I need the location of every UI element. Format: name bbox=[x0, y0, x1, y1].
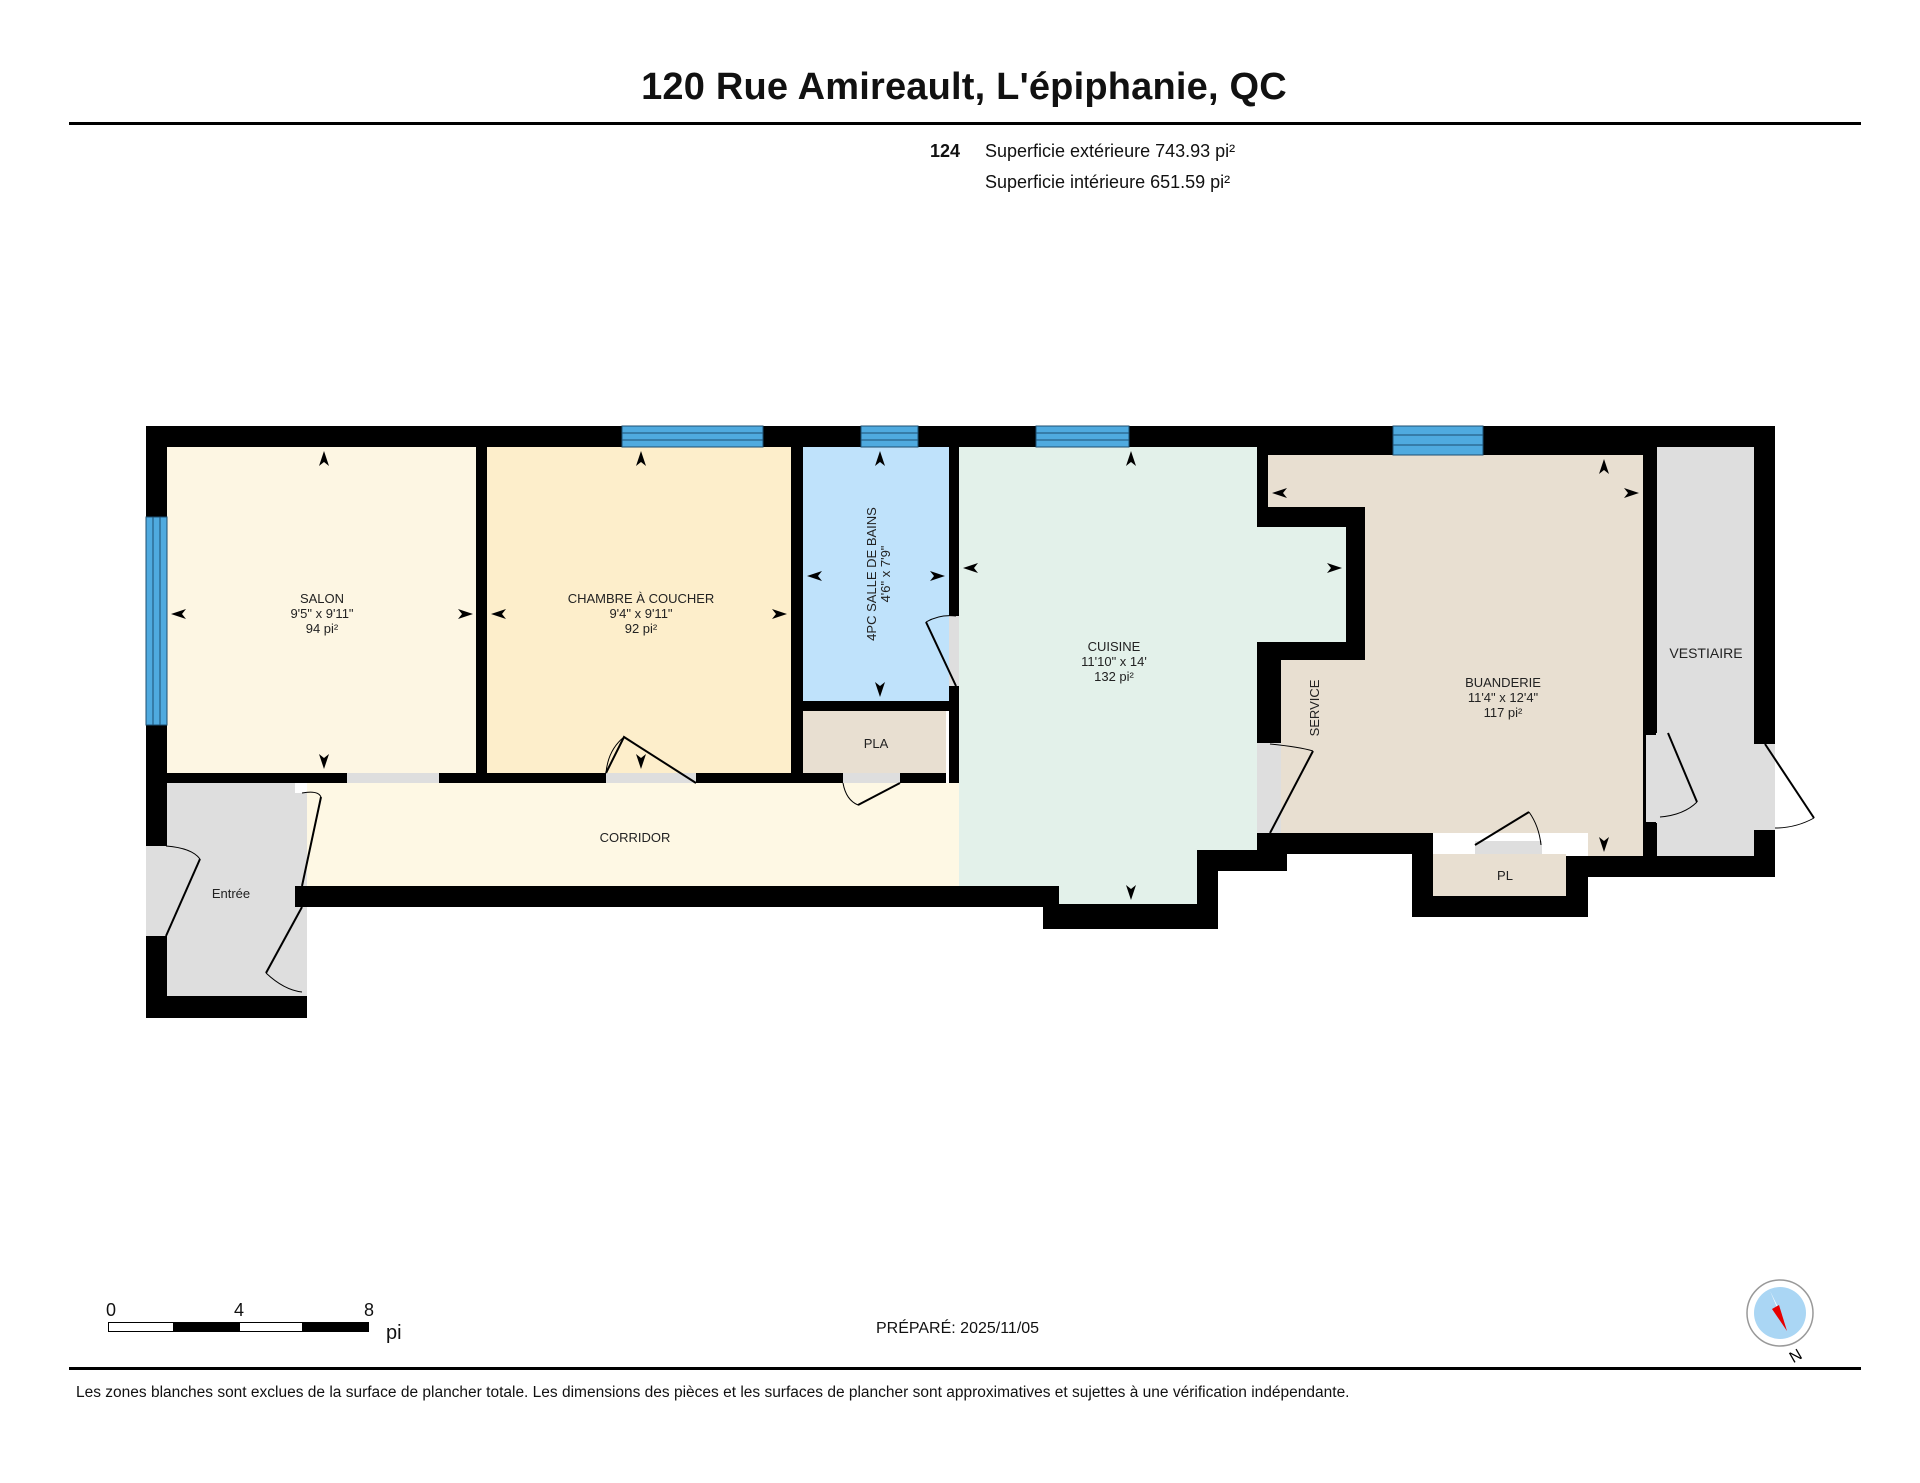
salle-de-bains-floor bbox=[803, 447, 949, 701]
window-bath bbox=[860, 425, 919, 448]
scale-bar: 0 4 8 pi bbox=[106, 1300, 408, 1350]
scale-unit: pi bbox=[386, 1322, 402, 1344]
buanderie-area: 117 pi² bbox=[1484, 705, 1523, 720]
pl-name: PL bbox=[1497, 868, 1513, 883]
salon-name: SALON bbox=[300, 591, 344, 606]
buanderie-name: BUANDERIE bbox=[1465, 675, 1541, 690]
compass-north-label: N bbox=[1787, 1346, 1806, 1367]
buanderie-floor bbox=[1268, 455, 1643, 856]
cuisine-floor bbox=[959, 447, 1346, 904]
pla-name: PLA bbox=[864, 736, 889, 751]
salon-dims: 9'5" x 9'11" bbox=[290, 606, 353, 621]
window-salon bbox=[145, 516, 168, 726]
scale-segment bbox=[302, 1322, 369, 1332]
interior-area: Superficie intérieure 651.59 pi² bbox=[985, 172, 1231, 192]
dimension-arrows bbox=[171, 451, 1639, 900]
vestiaire-name: VESTIAIRE bbox=[1669, 645, 1742, 661]
window-cuisine bbox=[1035, 425, 1130, 448]
prepared-date: PRÉPARÉ: 2025/11/05 bbox=[876, 1320, 1040, 1337]
entree-name: Entrée bbox=[212, 886, 250, 901]
salon-floor bbox=[167, 447, 476, 773]
salon-area: 94 pi² bbox=[306, 621, 339, 636]
chambre-dims: 9'4" x 9'11" bbox=[609, 606, 672, 621]
scale-label-0: 0 bbox=[106, 1300, 117, 1320]
pl-floor bbox=[1433, 854, 1566, 896]
compass-icon: N bbox=[1746, 1279, 1814, 1367]
title-divider bbox=[69, 122, 1861, 125]
cuisine-dims: 11'10" x 14' bbox=[1081, 654, 1147, 669]
chambre-name: CHAMBRE À COUCHER bbox=[568, 591, 715, 606]
cuisine-name: CUISINE bbox=[1088, 639, 1141, 654]
vestiaire-floor bbox=[1657, 447, 1754, 856]
buanderie-dims: 11'4" x 12'4" bbox=[1468, 690, 1539, 705]
doors bbox=[146, 615, 1815, 996]
scale-segment bbox=[108, 1322, 174, 1332]
cuisine-area: 132 pi² bbox=[1094, 669, 1134, 684]
scale-segment bbox=[239, 1322, 303, 1332]
bath-name: 4PC SALLE DE BAINS bbox=[864, 507, 879, 641]
scale-label-4: 4 bbox=[234, 1300, 245, 1320]
window-buanderie bbox=[1392, 425, 1484, 456]
chambre-floor bbox=[487, 447, 791, 773]
disclaimer-text: Les zones blanches sont exclues de la su… bbox=[76, 1384, 1350, 1401]
pla-floor bbox=[803, 711, 946, 773]
bath-dims: 4'6" x 7'9" bbox=[878, 545, 893, 602]
footer-divider bbox=[69, 1367, 1861, 1370]
floor-number: 124 bbox=[930, 141, 961, 161]
exterior-area: Superficie extérieure 743.93 pi² bbox=[985, 141, 1236, 161]
windows bbox=[145, 425, 1484, 726]
scale-segment bbox=[173, 1322, 240, 1332]
room-labels: SALON 9'5" x 9'11" 94 pi² CHAMBRE À COUC… bbox=[212, 507, 1743, 901]
room-floors bbox=[167, 447, 1754, 996]
service-name: SERVICE bbox=[1307, 679, 1322, 736]
chambre-area: 92 pi² bbox=[625, 621, 658, 636]
page-title: 120 Rue Amireault, L'épiphanie, QC bbox=[641, 66, 1287, 108]
scale-label-8: 8 bbox=[364, 1300, 375, 1320]
window-chambre bbox=[621, 425, 764, 448]
corridor-name: CORRIDOR bbox=[600, 830, 671, 845]
